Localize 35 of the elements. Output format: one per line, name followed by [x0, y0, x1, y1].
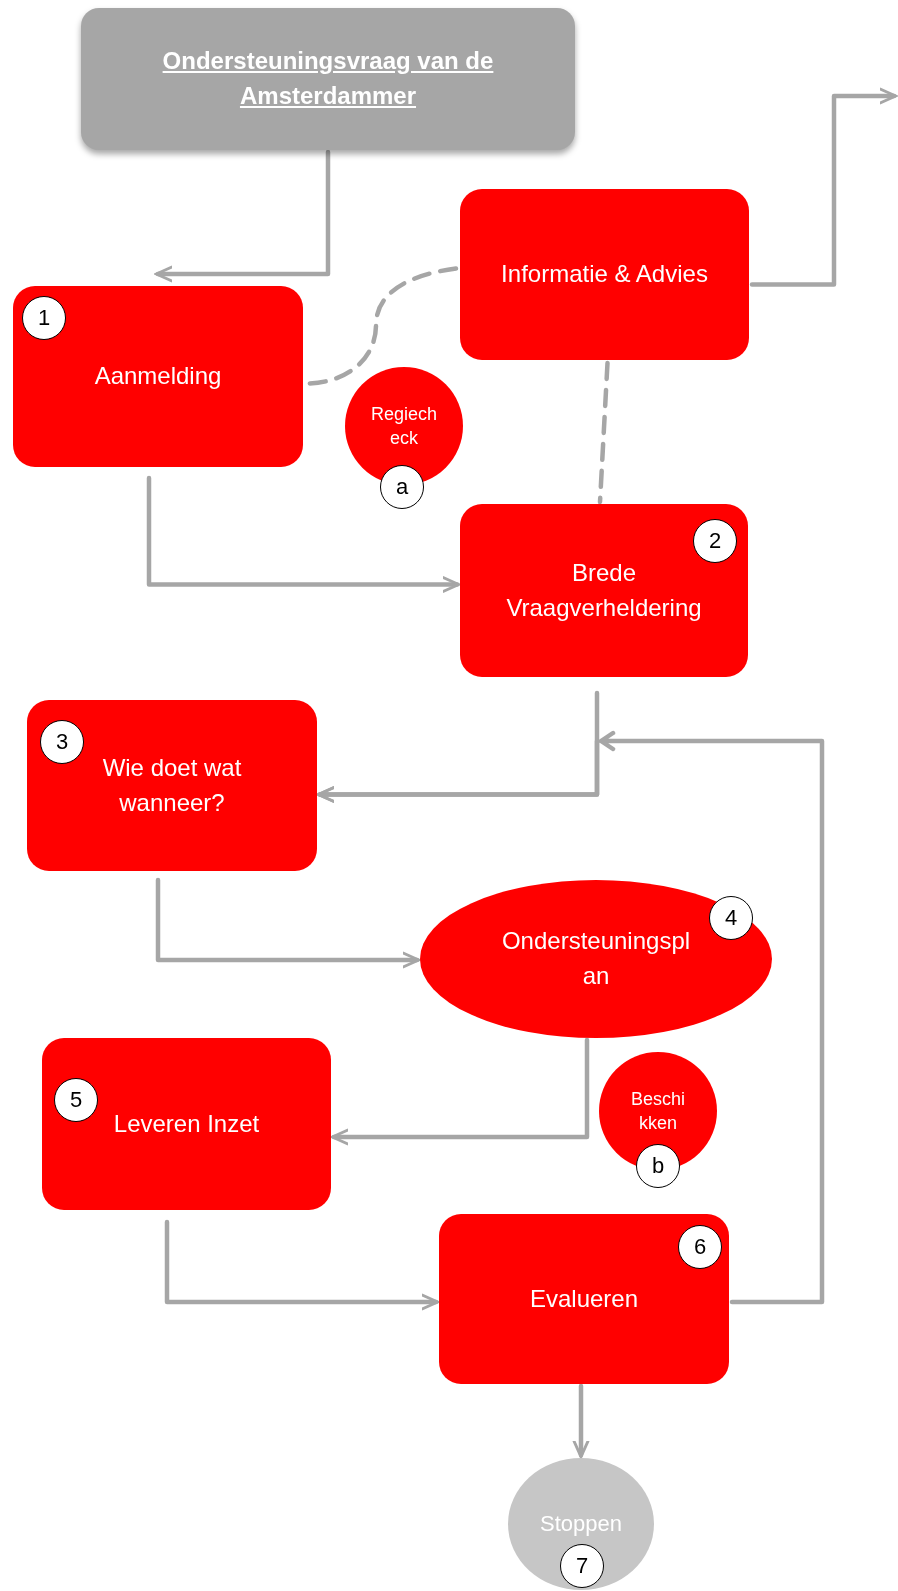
step-label: Leveren Inzet — [113, 1108, 260, 1139]
step-number: a — [380, 465, 424, 509]
title-box — [81, 8, 575, 150]
arrow — [330, 1037, 590, 1146]
process-box — [460, 189, 749, 360]
step-number: 7 — [560, 1544, 604, 1588]
process-box — [42, 1038, 331, 1210]
step-number: 2 — [693, 519, 737, 563]
process-box — [460, 504, 748, 677]
step-label: Evalueren — [529, 1283, 639, 1314]
arrow — [749, 87, 898, 287]
step-number: 6 — [678, 1225, 722, 1269]
title-text: Ondersteuningsvraag van de Amsterdammer — [161, 46, 495, 111]
arrow — [154, 149, 331, 283]
step-label: Regiecheck — [369, 402, 438, 450]
step-label: Stoppen — [540, 1510, 622, 1539]
step-label: Informatie & Advies — [501, 259, 708, 290]
step-number: b — [636, 1144, 680, 1188]
step-number: 3 — [40, 720, 84, 764]
arrow — [316, 730, 825, 1305]
step-label: Aanmelding — [94, 361, 222, 392]
step-number: 4 — [709, 896, 753, 940]
arrow — [572, 1383, 590, 1459]
step-number: 5 — [54, 1078, 98, 1122]
arrow — [146, 475, 461, 594]
step-label: Beschikken — [630, 1087, 686, 1135]
step-label: Ondersteuningsplan — [500, 926, 692, 991]
step-label: Wie doet wat wanneer? — [101, 752, 243, 818]
process-box — [13, 286, 303, 467]
process-box — [439, 1214, 729, 1384]
arrow — [155, 877, 421, 969]
arrow — [164, 1219, 440, 1311]
dashed-connector — [597, 360, 610, 505]
process-box — [27, 700, 317, 871]
step-number: 1 — [22, 296, 66, 340]
